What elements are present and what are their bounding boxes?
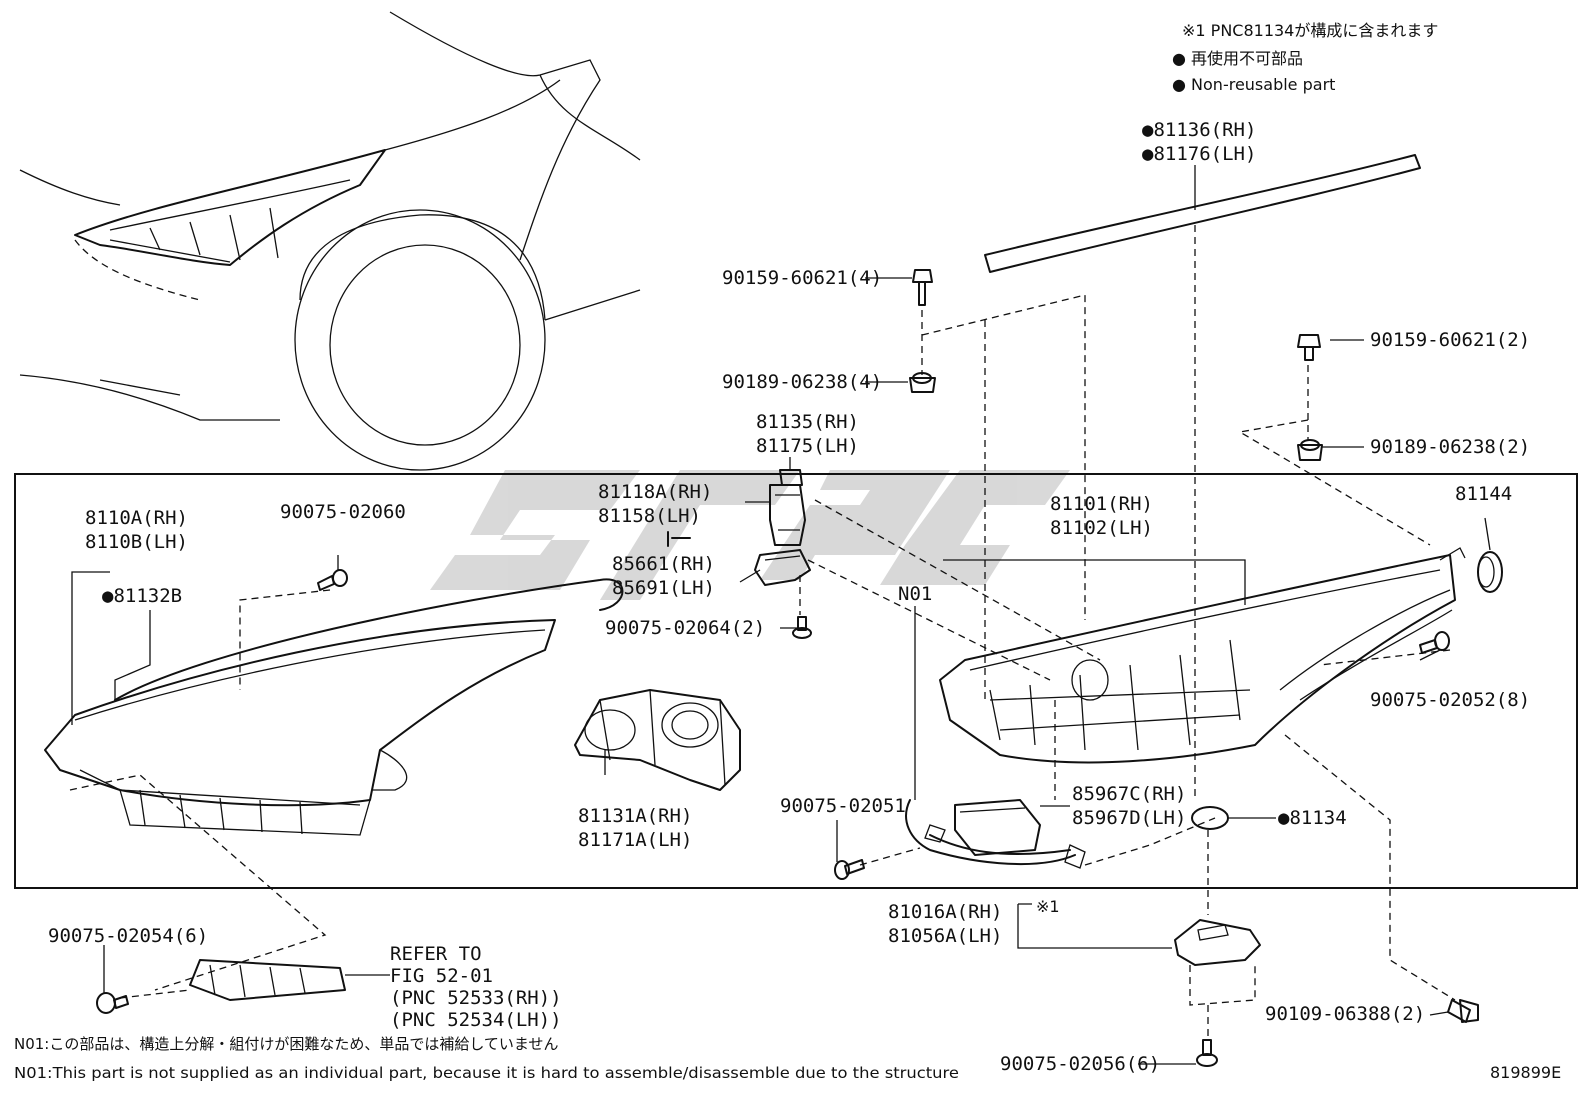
projector-module-part: [574, 689, 741, 791]
label-81132B[interactable]: ●81132B: [102, 585, 182, 607]
note-star1-jp: ※1 PNC81134が構成に含まれます: [1182, 21, 1438, 40]
bolt-90159-60621-b-icon: [1297, 334, 1321, 361]
label-refer-pnc-lh[interactable]: (PNC 52534(LH)): [390, 1009, 562, 1031]
label-90075-02064[interactable]: 90075-02064(2): [605, 617, 765, 639]
label-81171A[interactable]: 81171A(LH): [578, 829, 692, 851]
label-8110A[interactable]: 8110A(RH): [85, 507, 188, 529]
o-ring-81134-part: [1191, 806, 1229, 830]
label-90159-60621-4[interactable]: 90159-60621(4): [722, 267, 882, 289]
label-90075-02054[interactable]: 90075-02054(6): [48, 925, 208, 947]
vehicle-front-sketch: [19, 11, 641, 471]
watermark-logo: [430, 470, 1070, 600]
label-refer-fig[interactable]: FIG 52-01: [390, 965, 493, 987]
label-81056A[interactable]: 81056A(LH): [888, 925, 1002, 947]
trim-strip-81136-part: [984, 154, 1421, 273]
label-81176[interactable]: ●81176(LH): [1142, 143, 1256, 165]
label-90075-02051[interactable]: 90075-02051: [780, 795, 906, 817]
headlamp-lens-part: [44, 578, 624, 836]
label-81016A[interactable]: 81016A(RH): [888, 901, 1002, 923]
bolt-90109-06388-icon: [1447, 999, 1479, 1023]
bumper-bracket-part: [189, 959, 346, 1001]
note-n01-en: N01:This part is not supplied as an indi…: [14, 1064, 959, 1082]
module-81016A-part: [1174, 919, 1261, 1006]
label-81131A[interactable]: 81131A(RH): [578, 805, 692, 827]
screw-90075-02056-icon: [1196, 1039, 1218, 1067]
headlamp-housing-part: [939, 547, 1466, 764]
connector-85661-part: [754, 549, 811, 586]
label-85967C[interactable]: 85967C(RH): [1072, 783, 1186, 805]
bolt-90159-60621-icon: [912, 269, 933, 306]
label-81158[interactable]: 81158(LH): [598, 505, 701, 527]
label-85691[interactable]: 85691(LH): [612, 577, 715, 599]
label-81134[interactable]: ●81134: [1278, 807, 1347, 829]
label-star1: ※1: [1036, 897, 1060, 916]
assembly-dashed-lines: [69, 225, 1456, 1038]
label-90189-06238-4[interactable]: 90189-06238(4): [722, 371, 882, 393]
screw-90075-02060-icon: [317, 569, 348, 591]
assembly-border: [14, 473, 1578, 889]
screw-90075-02051-icon: [834, 859, 865, 880]
label-81144[interactable]: 81144: [1455, 483, 1512, 505]
label-85967D[interactable]: 85967D(LH): [1072, 807, 1186, 829]
label-90075-02060[interactable]: 90075-02060: [280, 501, 406, 523]
label-refer-to: REFER TO: [390, 943, 482, 965]
label-N01[interactable]: N01: [898, 583, 932, 605]
label-85661[interactable]: 85661(RH): [612, 553, 715, 575]
label-81101[interactable]: 81101(RH): [1050, 493, 1153, 515]
cap-81144-part: [1477, 551, 1503, 593]
figure-code: 819899E: [1490, 1063, 1561, 1082]
label-8110B[interactable]: 8110B(LH): [85, 531, 188, 553]
label-90159-60621-2[interactable]: 90159-60621(2): [1370, 329, 1530, 351]
label-81102[interactable]: 81102(LH): [1050, 517, 1153, 539]
note-n01-jp: N01:この部品は、構造上分解・組付けが困難なため、単品では補給していません: [14, 1035, 558, 1053]
leader-lines: [71, 165, 1491, 1065]
label-refer-pnc-rh[interactable]: (PNC 52533(RH)): [390, 987, 562, 1009]
label-81118A[interactable]: 81118A(RH): [598, 481, 712, 503]
screw-90075-02064-icon: [792, 616, 812, 639]
label-90109-06388[interactable]: 90109-06388(2): [1265, 1003, 1425, 1025]
label-81135[interactable]: 81135(RH): [756, 411, 859, 433]
screw-small-icon: [667, 531, 691, 547]
screw-90075-02052-icon: [1419, 631, 1450, 654]
label-90075-02056[interactable]: 90075-02056(6): [1000, 1053, 1160, 1075]
clip-90189-06238-b-icon: [1297, 439, 1323, 461]
note-nonreusable-en: ● Non-reusable part: [1172, 75, 1335, 94]
wiring-harness-part: [905, 799, 1086, 869]
label-81175[interactable]: 81175(LH): [756, 435, 859, 457]
label-81136[interactable]: ●81136(RH): [1142, 119, 1256, 141]
note-nonreusable-jp: ● 再使用不可部品: [1172, 49, 1303, 68]
clip-90189-06238-icon: [909, 372, 936, 393]
ballast-85967-part: [954, 799, 1041, 856]
bracket-81135-part: [779, 469, 803, 486]
label-90075-02052[interactable]: 90075-02052(8): [1370, 689, 1530, 711]
label-90189-06238-2[interactable]: 90189-06238(2): [1370, 436, 1530, 458]
screw-90075-02054-icon: [96, 992, 129, 1014]
